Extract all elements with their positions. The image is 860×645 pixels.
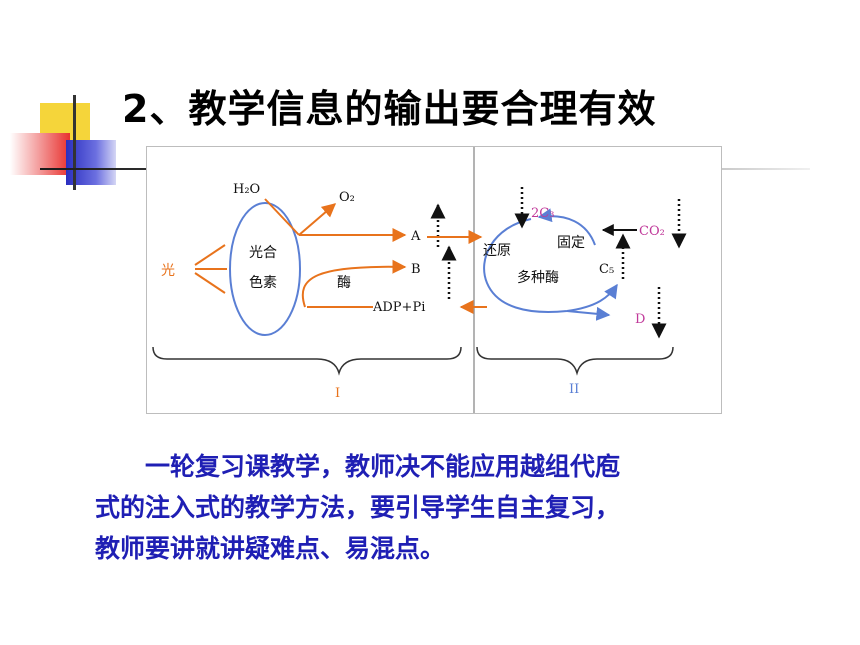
- decor-vertical-line: [73, 95, 76, 190]
- fixation-label: 固定: [557, 235, 585, 251]
- stage-2-label: II: [569, 382, 579, 397]
- light-ray: [194, 272, 226, 294]
- paragraph-line-1: 一轮复习课教学，教师决不能应用越组代庖: [145, 452, 621, 481]
- paragraph-line-3: 教师要讲就讲疑难点、易混点。: [95, 534, 446, 563]
- water-label: H₂O: [233, 182, 260, 197]
- multi-enzyme-label: 多种酶: [517, 269, 559, 286]
- pigment-label-2: 色素: [249, 274, 277, 291]
- co2-label: CO₂: [639, 224, 665, 239]
- adp-label: ADP+Pi: [372, 300, 425, 315]
- adp-to-b-arrow: [301, 259, 407, 308]
- light-label: 光: [161, 263, 175, 279]
- pigment-ellipse: [229, 202, 301, 336]
- cycle-upper-arc: [537, 208, 596, 246]
- label-a: A: [410, 229, 421, 244]
- light-ray: [194, 244, 226, 266]
- two-c3-label: 2C₃: [531, 206, 554, 221]
- photosynthesis-diagram: 光 光合 色素 H₂O O₂ A B 酶 ADP+Pi 2C₃ 还原 固定 多种…: [146, 146, 722, 414]
- stage-2-brace: [476, 346, 674, 376]
- label-b: B: [411, 262, 421, 277]
- to-d-arrow: [566, 306, 611, 321]
- diagram-canvas: 光 光合 色素 H₂O O₂ A B 酶 ADP+Pi 2C₃ 还原 固定 多种…: [152, 147, 687, 413]
- paragraph-line-2: 式的注入式的教学方法，要引导学生自主复习，: [95, 493, 621, 522]
- oxygen-label: O₂: [339, 190, 355, 205]
- pigment-label-1: 光合: [249, 245, 277, 261]
- stage-1-label: I: [335, 386, 340, 401]
- c5-label: C₅: [599, 262, 614, 277]
- enzyme-label: 酶: [337, 275, 351, 291]
- oxygen-arrow: [298, 203, 337, 236]
- body-paragraph: 一轮复习课教学，教师决不能应用越组代庖 式的注入式的教学方法，要引导学生自主复习…: [95, 446, 795, 569]
- slide-title: 2、教学信息的输出要合理有效: [122, 87, 657, 131]
- stage-1-brace: [152, 346, 462, 376]
- label-d: D: [635, 312, 645, 327]
- reduction-label: 还原: [483, 243, 511, 259]
- cycle-lower-arc: [483, 218, 618, 313]
- water-arrow: [264, 198, 300, 236]
